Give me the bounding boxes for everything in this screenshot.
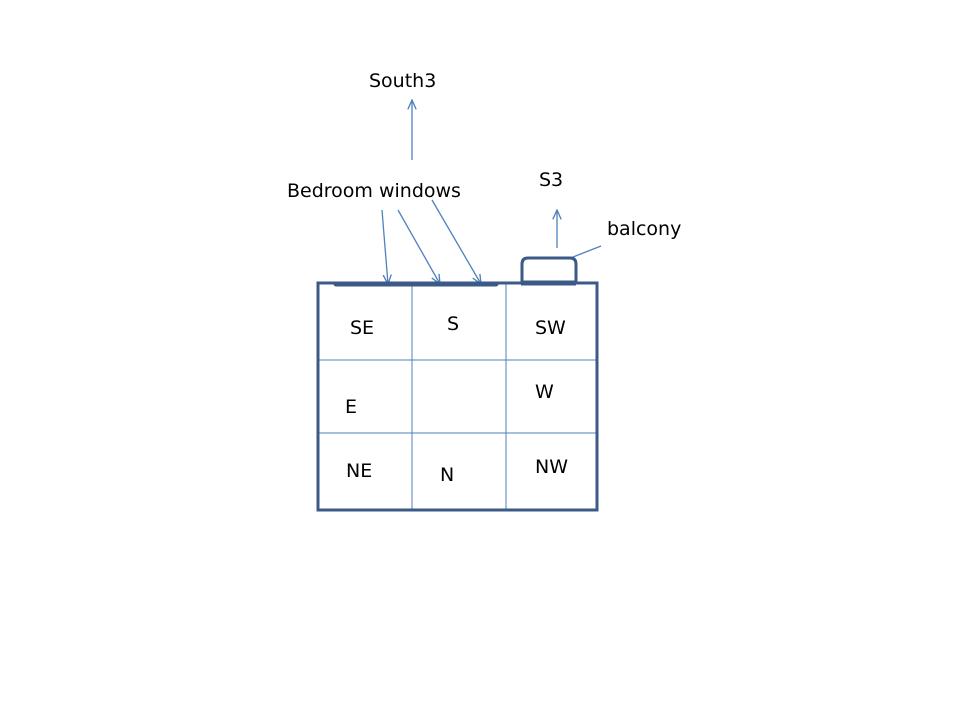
cell-label-ne: NE <box>346 460 372 482</box>
cell-label-w: W <box>535 381 554 403</box>
balcony-shape <box>520 256 578 283</box>
window-pointer-arrow-1 <box>381 209 388 284</box>
cell-label-se: SE <box>350 317 374 339</box>
window-pointer-arrow-3 <box>431 199 481 284</box>
balcony-label: balcony <box>607 218 681 240</box>
south3-label: South3 <box>369 70 436 92</box>
cell-label-nw: NW <box>535 456 568 478</box>
bedroom-windows-label: Bedroom windows <box>287 180 461 202</box>
cell-label-s: S <box>447 313 459 335</box>
cell-label-n: N <box>440 464 454 486</box>
cell-label-e: E <box>345 396 357 418</box>
s3-label: S3 <box>539 169 563 191</box>
window-pointer-arrow-2 <box>397 209 440 284</box>
cell-label-sw: SW <box>535 317 566 339</box>
